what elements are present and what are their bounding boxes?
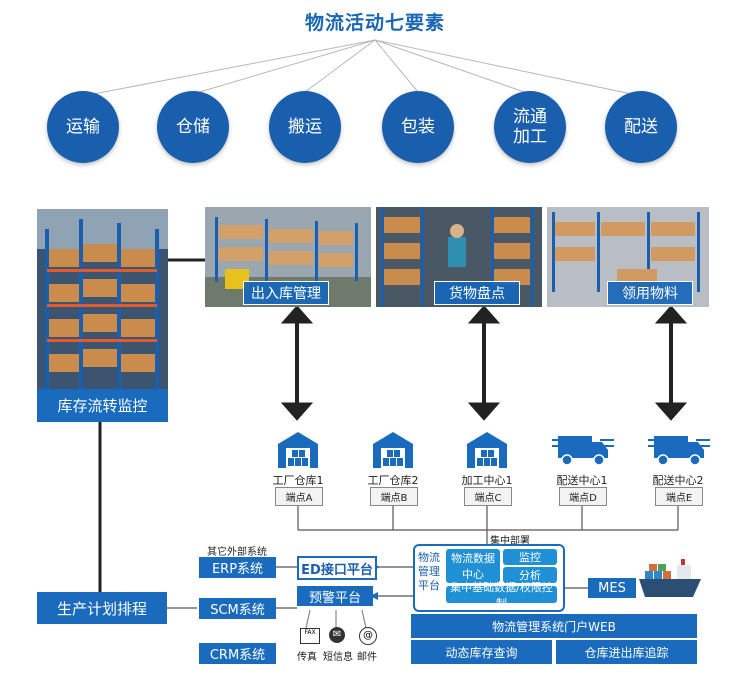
- logistics-platform-title: 物流管理平台: [418, 551, 440, 592]
- central-deploy-label: 集中部署: [490, 536, 530, 547]
- notify-arrows: [305, 610, 367, 629]
- fax-label: 传真: [297, 652, 317, 663]
- data-center-box: 物流数据中心: [446, 549, 500, 583]
- warehouse-icon: [373, 432, 413, 468]
- inventory-monitor-label: 库存流转监控: [37, 389, 168, 422]
- node-name: 工厂仓库2: [367, 474, 419, 487]
- production-plan-label: 生产计划排程: [37, 592, 167, 624]
- portal-warehouse-tracking: 仓库进出库追踪: [556, 640, 697, 664]
- node-name: 配送中心1: [556, 474, 608, 487]
- element-handling: 搬运: [269, 91, 341, 163]
- truck-icon: [648, 436, 710, 466]
- edi-platform: ED接口平台: [297, 556, 377, 580]
- element-delivery: 配送: [605, 91, 677, 163]
- erp-system: ERP系统: [199, 557, 276, 578]
- endpoint-b: 端点B: [370, 487, 418, 506]
- portal-inventory-query: 动态库存查询: [411, 640, 552, 664]
- alert-platform: 预警平台: [297, 586, 373, 606]
- pick-label: 领用物料: [607, 281, 693, 305]
- truck-icon: [552, 436, 614, 466]
- portal-title: 物流管理系统门户WEB: [411, 614, 697, 638]
- scm-system: SCM系统: [199, 598, 276, 619]
- node-name: 加工中心1: [461, 474, 513, 487]
- element-processing: 流通加工: [494, 91, 566, 163]
- endpoint-d: 端点D: [559, 487, 607, 506]
- node-name: 配送中心2: [652, 474, 704, 487]
- monitor-box: 监控: [503, 549, 557, 565]
- warehouse-icon: [278, 432, 318, 468]
- warehouse-icon: [467, 432, 507, 468]
- endpoint-a: 端点A: [275, 487, 323, 506]
- mail-label: 邮件: [357, 652, 377, 663]
- fax-icon: FAX: [300, 628, 320, 644]
- mail-icon: @: [359, 627, 377, 645]
- count-label: 货物盘点: [434, 281, 520, 305]
- fan-lines: [82, 39, 642, 97]
- node-name: 工厂仓库1: [272, 474, 324, 487]
- mes-box: MES: [588, 578, 636, 598]
- analysis-box: 分析: [503, 567, 557, 583]
- sms-icon: ✉: [329, 627, 345, 643]
- ship-icon: [639, 559, 701, 597]
- endpoint-c: 端点C: [464, 487, 512, 506]
- endpoint-e: 端点E: [655, 487, 703, 506]
- sms-label: 短信息: [323, 652, 353, 663]
- element-packaging: 包装: [382, 91, 454, 163]
- diagram-title: 物流活动七要素: [304, 12, 445, 34]
- crm-system: CRM系统: [199, 643, 276, 664]
- other-systems-label: 其它外部系统: [207, 547, 267, 558]
- inout-label: 出入库管理: [243, 281, 329, 305]
- element-storage: 仓储: [157, 91, 229, 163]
- element-transport: 运输: [47, 91, 119, 163]
- warehouse-photo-tall: [37, 209, 168, 389]
- base-data-box: 集中基础数据/权限控制: [446, 581, 557, 610]
